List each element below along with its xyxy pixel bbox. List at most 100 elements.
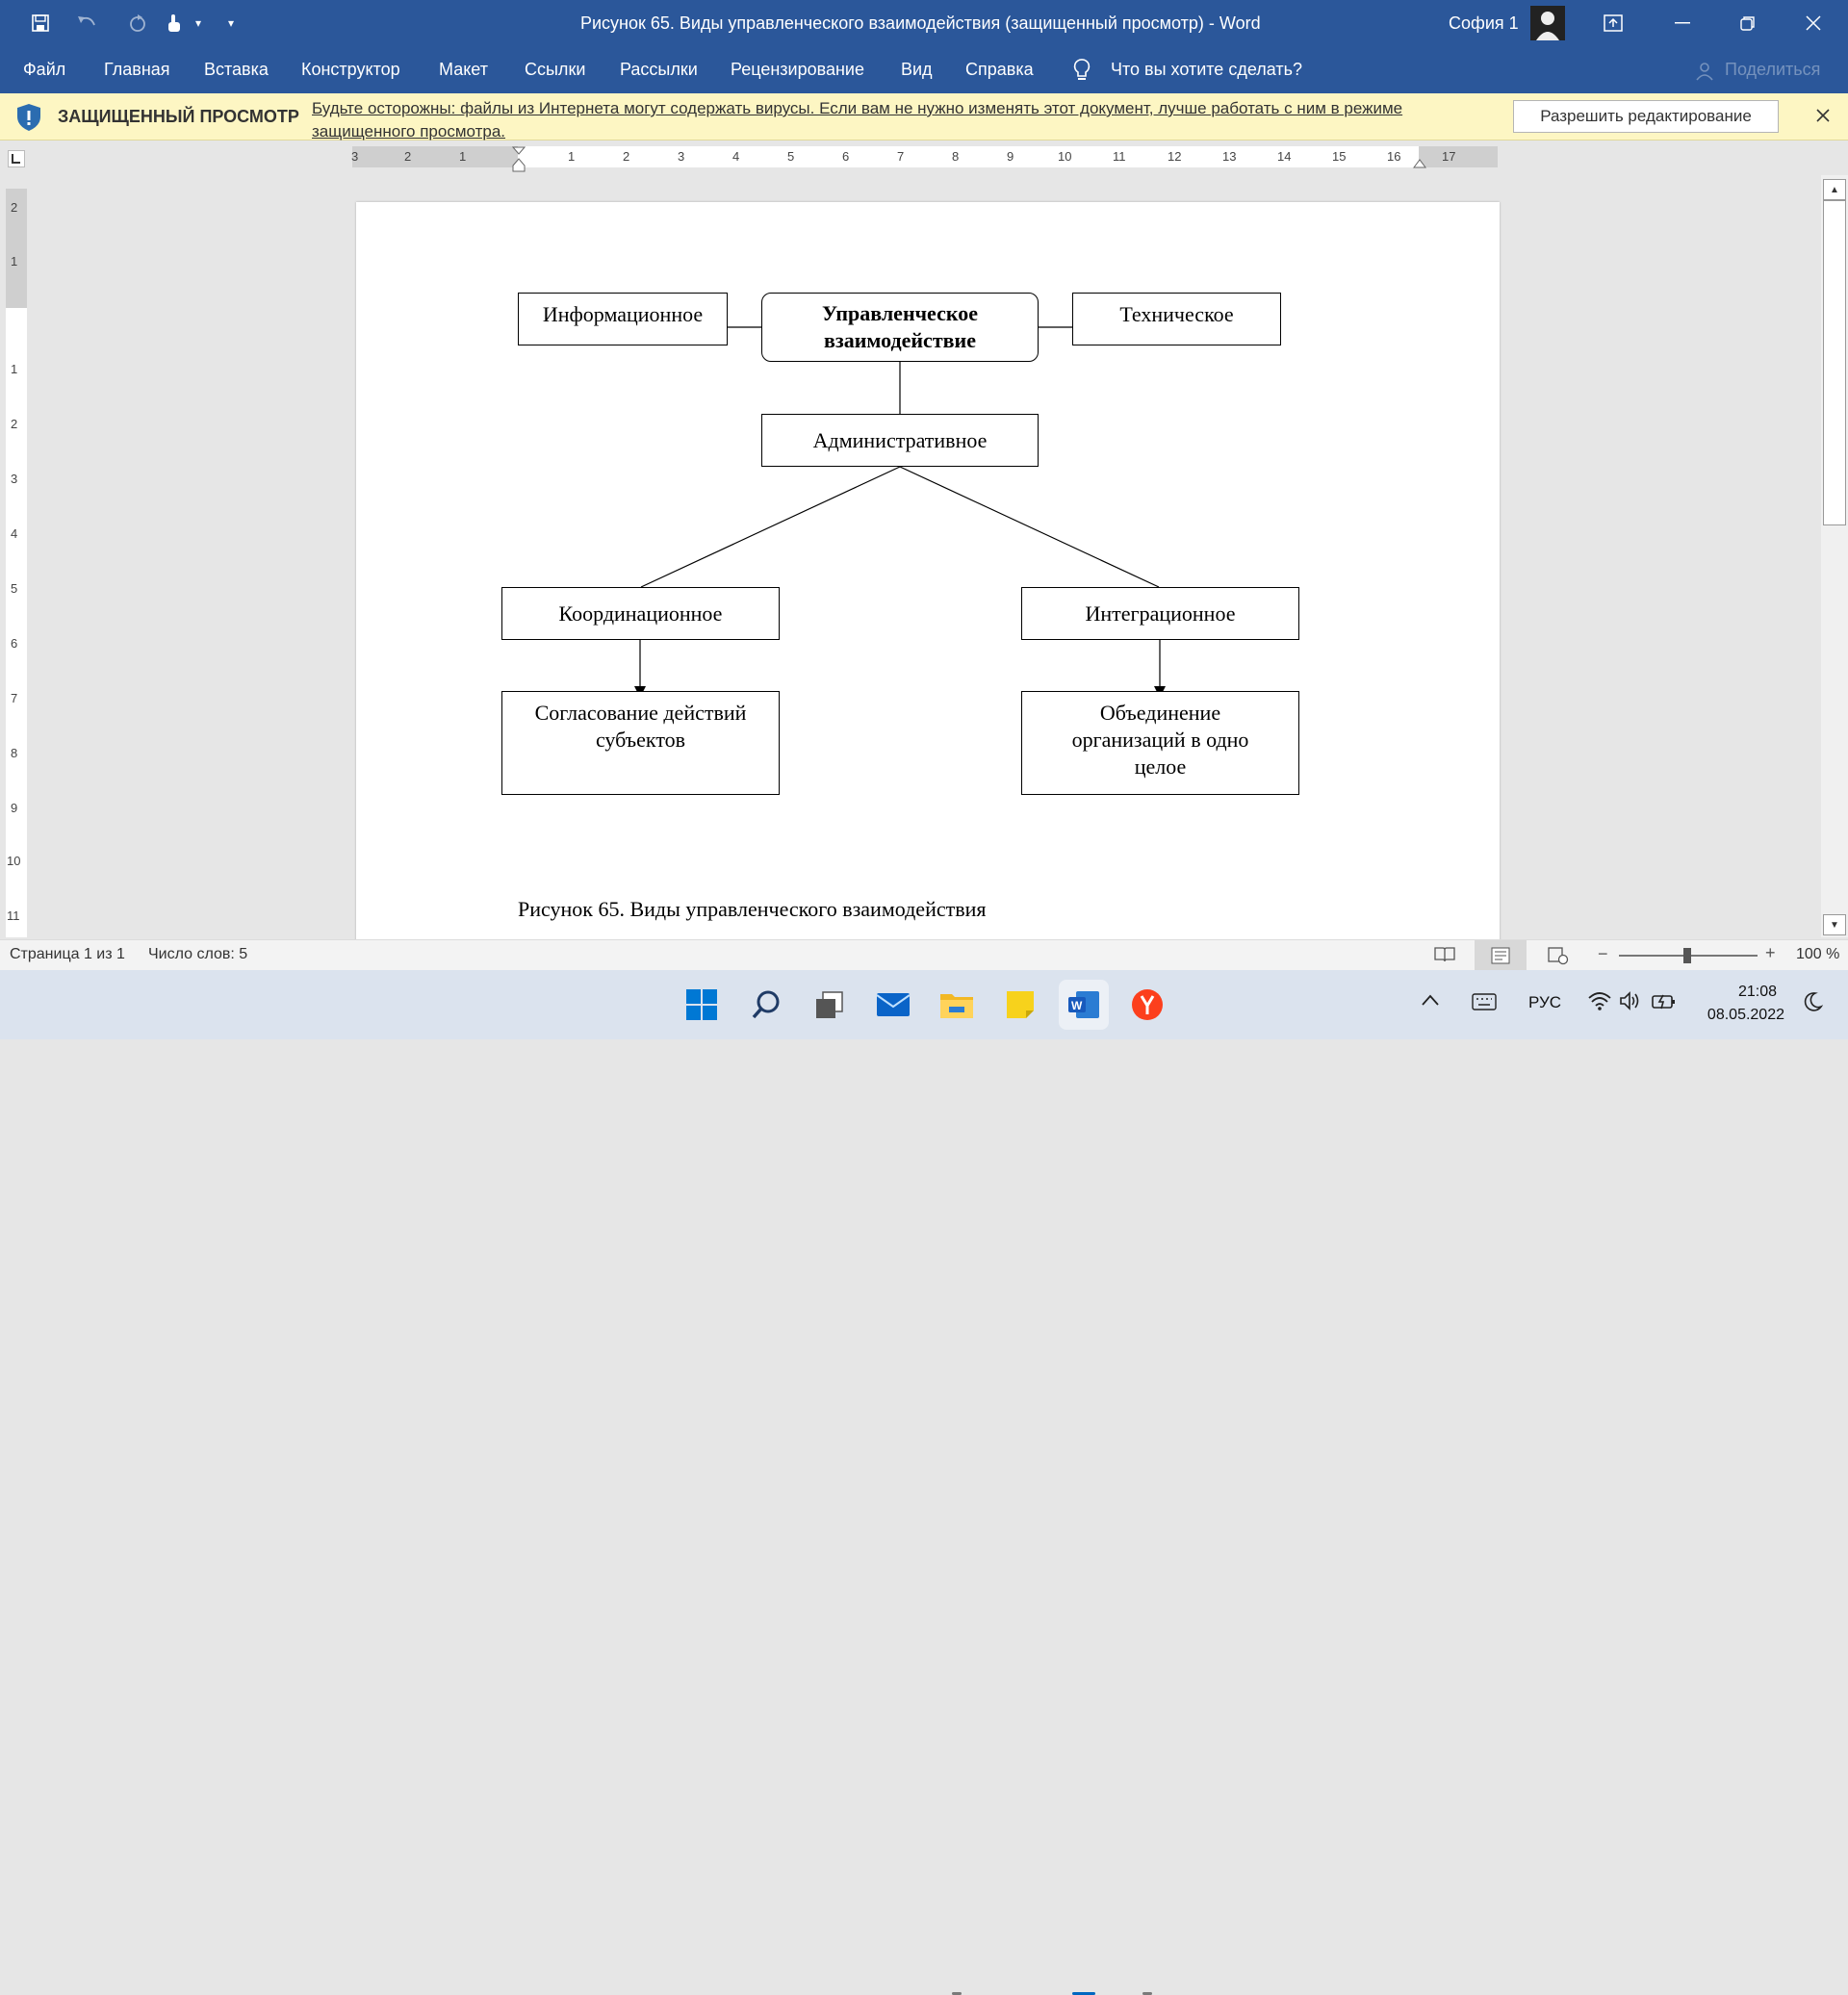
tab-layout[interactable]: Макет bbox=[439, 60, 488, 79]
ruler-number: 3 bbox=[351, 149, 359, 164]
figure-caption[interactable]: Рисунок 65. Виды управленческого взаимод… bbox=[518, 897, 987, 921]
customize-qat-icon[interactable]: ▾ bbox=[227, 16, 235, 30]
node-coordination-result[interactable]: Согласование действий субъектов bbox=[501, 691, 780, 795]
diagram-connectors bbox=[634, 326, 1166, 698]
node-integration-result[interactable]: Объединение организаций в одно целое bbox=[1021, 691, 1299, 795]
minimize-icon[interactable] bbox=[1663, 0, 1702, 46]
zoom-out-icon[interactable]: − bbox=[1598, 944, 1608, 963]
ruler-number: 8 bbox=[11, 746, 18, 760]
connector-line bbox=[640, 466, 901, 588]
volume-icon[interactable] bbox=[1619, 991, 1642, 1015]
ruler-number: 5 bbox=[11, 581, 18, 596]
clock-time[interactable]: 21:08 bbox=[1737, 984, 1777, 1000]
page-count[interactable]: Страница 1 из 1 bbox=[10, 946, 125, 962]
ruler-number: 4 bbox=[732, 149, 740, 164]
close-banner-icon[interactable] bbox=[1815, 108, 1831, 128]
avatar[interactable] bbox=[1530, 6, 1565, 40]
print-layout-button[interactable] bbox=[1475, 940, 1527, 971]
chevron-down-icon[interactable]: ▾ bbox=[194, 16, 202, 30]
yandex-browser-icon[interactable] bbox=[1128, 985, 1167, 1024]
scroll-thumb[interactable] bbox=[1823, 200, 1846, 525]
tab-home[interactable]: Главная bbox=[104, 60, 170, 79]
restore-icon[interactable] bbox=[1729, 0, 1767, 46]
close-icon[interactable] bbox=[1794, 0, 1833, 46]
undo-icon[interactable] bbox=[67, 0, 106, 46]
ruler-number: 10 bbox=[1058, 149, 1072, 164]
task-view-icon[interactable] bbox=[810, 985, 849, 1024]
wifi-icon[interactable] bbox=[1588, 991, 1611, 1015]
title-bar: ▾ ▾ Рисунок 65. Виды управленческого вза… bbox=[0, 0, 1848, 46]
scroll-down-icon[interactable]: ▼ bbox=[1823, 914, 1846, 935]
node-technical[interactable]: Техническое bbox=[1072, 293, 1281, 345]
vertical-ruler[interactable]: 2 1 1 2 3 4 5 6 7 8 9 10 11 bbox=[6, 189, 27, 937]
share-button[interactable]: Поделиться bbox=[1725, 60, 1821, 79]
ruler-number: 1 bbox=[11, 254, 18, 269]
zoom-slider-thumb[interactable] bbox=[1683, 948, 1691, 963]
tab-help[interactable]: Справка bbox=[965, 60, 1034, 79]
window-title: Рисунок 65. Виды управленческого взаимод… bbox=[580, 13, 1261, 33]
ruler-number: 11 bbox=[1113, 149, 1126, 164]
ruler-number: 10 bbox=[7, 854, 21, 868]
zoom-in-icon[interactable]: + bbox=[1765, 943, 1776, 962]
ruler-number: 6 bbox=[842, 149, 850, 164]
vertical-scrollbar[interactable]: ▲ ▼ bbox=[1821, 175, 1848, 937]
node-management-interaction[interactable]: Управленческое взаимодействие bbox=[761, 293, 1039, 362]
right-indent-marker[interactable] bbox=[1413, 158, 1426, 176]
tab-references[interactable]: Ссылки bbox=[525, 60, 586, 79]
document-page[interactable]: Информационное Управленческое взаимодейс… bbox=[356, 202, 1500, 949]
horizontal-ruler[interactable]: 3 2 1 1 2 3 4 5 6 7 8 9 10 11 12 13 14 1… bbox=[351, 146, 1498, 172]
chevron-up-icon[interactable] bbox=[1421, 993, 1440, 1011]
svg-text:W: W bbox=[1071, 999, 1083, 1012]
redo-icon[interactable] bbox=[123, 0, 152, 46]
zoom-level[interactable]: 100 % bbox=[1796, 946, 1840, 962]
ruler-number: 7 bbox=[11, 691, 18, 705]
tab-view[interactable]: Вид bbox=[901, 60, 933, 79]
ruler-number: 1 bbox=[568, 149, 576, 164]
search-icon[interactable] bbox=[747, 985, 785, 1024]
user-name[interactable]: София 1 bbox=[1449, 13, 1519, 33]
ruler-number: 17 bbox=[1442, 149, 1456, 164]
node-administrative[interactable]: Административное bbox=[761, 414, 1039, 467]
tell-me-input[interactable]: Что вы хотите сделать? bbox=[1111, 60, 1302, 79]
indent-marker[interactable] bbox=[511, 146, 526, 180]
ribbon-display-icon[interactable] bbox=[1598, 0, 1629, 46]
clock-date[interactable]: 08.05.2022 bbox=[1707, 1007, 1784, 1023]
ruler-number: 2 bbox=[11, 417, 18, 431]
tab-selector[interactable] bbox=[8, 150, 25, 167]
node-integration[interactable]: Интеграционное bbox=[1021, 587, 1299, 640]
ruler-number: 12 bbox=[1168, 149, 1182, 164]
ruler-number: 8 bbox=[952, 149, 960, 164]
word-count[interactable]: Число слов: 5 bbox=[148, 946, 248, 962]
scroll-up-icon[interactable]: ▲ bbox=[1823, 179, 1846, 200]
windows-start-icon[interactable] bbox=[682, 985, 721, 1024]
touch-mode-icon[interactable] bbox=[160, 0, 189, 46]
node-informational[interactable]: Информационное bbox=[518, 293, 728, 345]
word-taskbar-icon[interactable]: W bbox=[1059, 980, 1109, 1030]
notification-moon-icon[interactable] bbox=[1802, 991, 1824, 1017]
battery-icon[interactable] bbox=[1652, 991, 1677, 1015]
lightbulb-icon[interactable] bbox=[1072, 58, 1091, 88]
input-language[interactable]: РУС bbox=[1528, 993, 1562, 1011]
node-coordination[interactable]: Координационное bbox=[501, 587, 780, 640]
status-bar: Страница 1 из 1 Число слов: 5 − + 100 % bbox=[0, 939, 1848, 971]
ribbon-tabs: Файл Главная Вставка Конструктор Макет С… bbox=[0, 46, 1848, 93]
web-layout-icon[interactable] bbox=[1548, 946, 1569, 970]
save-icon[interactable] bbox=[25, 0, 56, 46]
shield-icon bbox=[15, 103, 42, 137]
mail-icon[interactable] bbox=[874, 985, 912, 1024]
sticky-notes-icon[interactable] bbox=[1001, 985, 1040, 1024]
zoom-slider[interactable] bbox=[1619, 948, 1758, 963]
file-explorer-icon[interactable] bbox=[937, 985, 976, 1024]
tab-insert[interactable]: Вставка bbox=[204, 60, 269, 79]
read-mode-icon[interactable] bbox=[1434, 946, 1455, 968]
tab-design[interactable]: Конструктор bbox=[301, 60, 400, 79]
tab-review[interactable]: Рецензирование bbox=[731, 60, 864, 79]
taskbar: W РУС 21:08 08.05.2022 bbox=[0, 970, 1848, 1995]
tab-file[interactable]: Файл bbox=[23, 60, 66, 79]
enable-editing-button[interactable]: Разрешить редактирование bbox=[1513, 100, 1779, 133]
share-icon[interactable] bbox=[1696, 62, 1717, 86]
ruler-number: 6 bbox=[11, 636, 18, 651]
keyboard-icon[interactable] bbox=[1472, 993, 1497, 1015]
protected-view-message[interactable]: Будьте осторожны: файлы из Интернета мог… bbox=[312, 99, 1403, 141]
tab-mailings[interactable]: Рассылки bbox=[620, 60, 698, 79]
